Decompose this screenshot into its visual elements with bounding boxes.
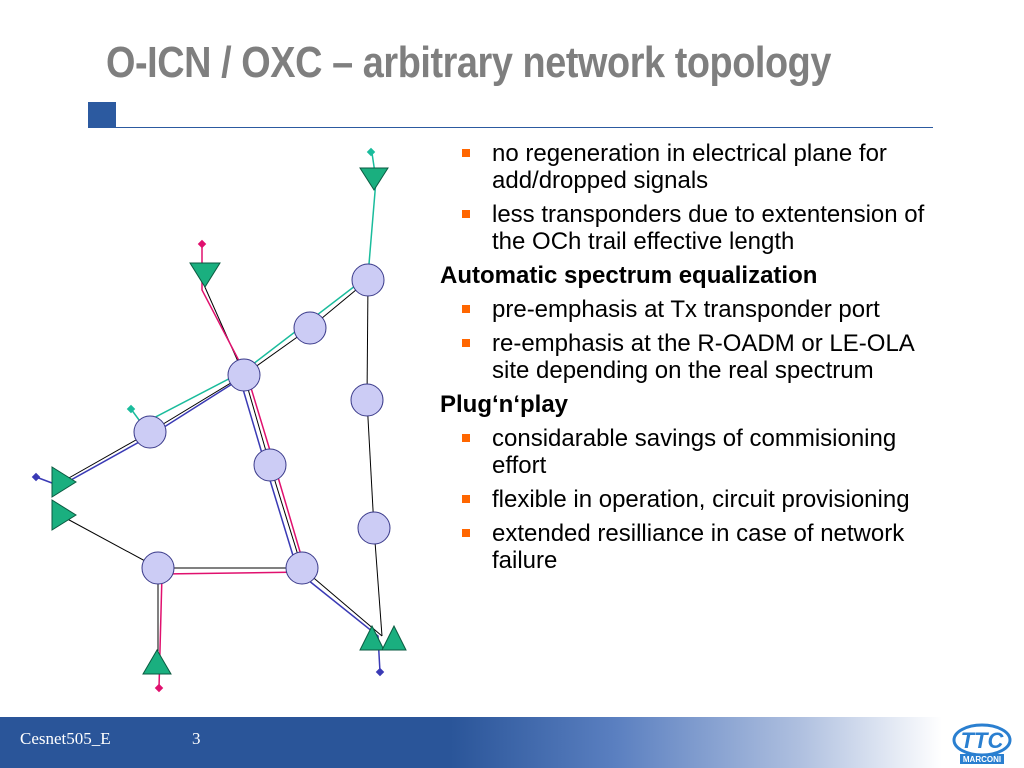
link (373, 527, 383, 637)
network-node (350, 383, 384, 417)
port-diamond-magenta (197, 239, 207, 249)
footer-page-number: 3 (192, 729, 201, 748)
section-heading: Automatic spectrum equalization (440, 262, 818, 289)
bullet-text: flexible in operation, circuit provision… (492, 486, 910, 513)
terminal-triangle (359, 167, 389, 191)
network-node (293, 311, 327, 345)
bullet-square-icon (462, 305, 470, 313)
link (269, 464, 303, 569)
bullet-square-icon (462, 149, 470, 157)
port-diamond-teal (366, 147, 376, 157)
bullet-text: re-emphasis at the R-OADM or LE-OLA site… (492, 330, 914, 384)
network-node (141, 551, 175, 585)
network-node (133, 415, 167, 449)
logo-subtext: MARCONI (963, 755, 1001, 764)
network-node (357, 511, 391, 545)
title-underline (88, 127, 933, 128)
link (301, 567, 383, 637)
bullet-square-icon (462, 339, 470, 347)
terminal-triangle (51, 499, 77, 531)
terminal-triangle (51, 466, 77, 498)
bullet-item: pre-emphasis at Tx transponder port (440, 296, 940, 323)
network-node (253, 448, 287, 482)
network-node (351, 263, 385, 297)
bullet-item: considarable savings of commisioning eff… (440, 425, 940, 479)
network-node (227, 358, 261, 392)
bullet-item: less transponders due to extentension of… (440, 201, 940, 255)
link (366, 279, 369, 401)
network-nodes (133, 263, 391, 585)
bullet-text: considarable savings of commisioning eff… (492, 425, 897, 479)
logo-text: TTC (961, 728, 1005, 753)
port-diamond-magenta (154, 683, 164, 693)
terminal-triangle (189, 262, 221, 288)
footer-presentation-id: Cesnet505_E (20, 729, 111, 748)
bullet-square-icon (462, 529, 470, 537)
bullet-item: extended resilliance in case of network … (440, 520, 940, 574)
port-diamond-blue (375, 667, 385, 677)
access-ports (31, 147, 385, 693)
link (59, 514, 159, 569)
port-diamond-blue (31, 472, 41, 482)
port-diamond-teal (126, 404, 136, 414)
bullet-text: less transponders due to extentension of… (492, 201, 925, 255)
footer-bar: Cesnet505_E 3 (0, 717, 1024, 768)
bullet-item: flexible in operation, circuit provision… (440, 486, 940, 513)
terminal-triangle (359, 624, 385, 651)
bullet-item: no regeneration in electrical plane for … (440, 140, 940, 194)
terminal-triangle (142, 649, 172, 675)
section-heading: Plug‘n‘play (440, 391, 569, 418)
network-topology-diagram (31, 147, 407, 693)
bullet-square-icon (462, 495, 470, 503)
slide-body: no regeneration in electrical plane for … (440, 140, 940, 581)
ttc-marconi-logo-icon: TTC MARCONI (952, 723, 1012, 764)
terminal-triangle (381, 624, 407, 651)
link (149, 374, 245, 433)
bullet-item: re-emphasis at the R-OADM or LE-OLA site… (440, 330, 940, 384)
bullet-text: no regeneration in electrical plane for … (492, 140, 887, 194)
slide-title: O-ICN / OXC – arbitrary network topology (106, 38, 831, 87)
network-node (285, 551, 319, 585)
topology-links (59, 279, 383, 660)
title-accent-square (88, 102, 116, 128)
lightpath-blue (35, 377, 381, 673)
link (59, 431, 151, 484)
bullet-text: extended resilliance in case of network … (492, 520, 905, 574)
link (366, 399, 375, 529)
bullet-text: pre-emphasis at Tx transponder port (492, 296, 880, 323)
bullet-square-icon (462, 434, 470, 442)
bullet-square-icon (462, 210, 470, 218)
terminal-transponders (51, 167, 407, 675)
